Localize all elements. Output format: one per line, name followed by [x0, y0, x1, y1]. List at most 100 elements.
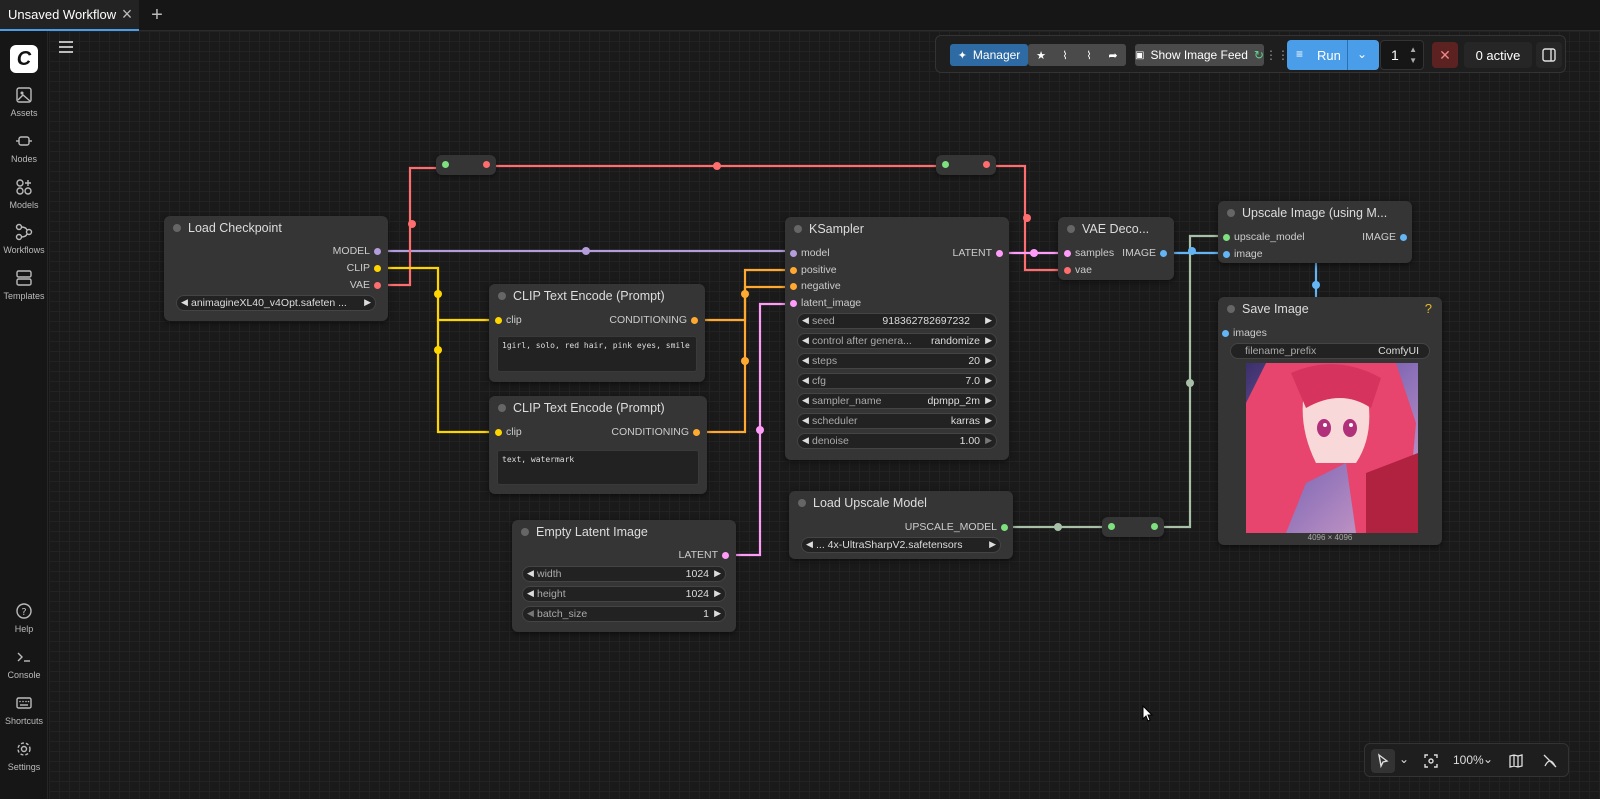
hide-links-icon[interactable] [1542, 753, 1558, 769]
fit-view-icon[interactable] [1423, 753, 1439, 769]
node-load-upscale-model[interactable]: Load Upscale Model UPSCALE_MODEL ◀... 4x… [789, 491, 1013, 559]
reroute-node[interactable] [436, 155, 496, 175]
sidebar-item-assets[interactable]: Assets [0, 86, 48, 130]
chevron-down-icon[interactable]: ⌄ [1357, 47, 1368, 61]
output-pin[interactable] [374, 248, 381, 255]
output-latent[interactable]: LATENT [953, 247, 1003, 259]
arrow-right-icon[interactable]: ▶ [985, 435, 992, 445]
arrow-right-icon[interactable]: ▶ [364, 297, 371, 307]
output-model[interactable]: MODEL [333, 245, 381, 257]
node-clip-text-encode-positive[interactable]: CLIP Text Encode (Prompt) clip CONDITION… [489, 284, 705, 382]
toggle-panel-button[interactable] [1536, 42, 1562, 68]
cancel-run-button[interactable]: ✕ [1432, 42, 1458, 68]
show-image-feed-button[interactable]: ▣ Show Image Feed ↻ [1135, 44, 1264, 66]
input-pin[interactable] [1223, 251, 1230, 258]
output-pin[interactable] [1151, 523, 1158, 530]
star-icon[interactable]: ★ [1036, 49, 1046, 62]
output-pin[interactable] [996, 250, 1003, 257]
output-image[interactable]: IMAGE [1362, 231, 1407, 243]
input-pin[interactable] [942, 161, 949, 168]
sidebar-item-nodes[interactable]: Nodes [0, 132, 48, 176]
input-clip[interactable]: clip [495, 426, 522, 438]
close-icon[interactable]: × [121, 4, 133, 24]
input-pin[interactable] [1108, 523, 1115, 530]
arrow-right-icon[interactable]: ▶ [989, 539, 996, 549]
graph-canvas[interactable]: Load Checkpoint MODEL CLIP VAE ◀ animagi… [49, 31, 1600, 799]
input-positive[interactable]: positive [790, 264, 837, 276]
arrow-right-icon[interactable]: ▶ [985, 315, 992, 325]
input-image[interactable]: image [1223, 248, 1263, 260]
input-pin[interactable] [1064, 250, 1071, 257]
input-pin[interactable] [790, 250, 797, 257]
zoom-level[interactable]: 100% [1453, 753, 1484, 767]
node-clip-text-encode-negative[interactable]: CLIP Text Encode (Prompt) clip CONDITION… [489, 396, 707, 494]
arrow-right-icon[interactable]: ▶ [985, 335, 992, 345]
sidebar-item-shortcuts[interactable]: Shortcuts [0, 694, 48, 738]
arrow-left-icon[interactable]: ◀ [527, 568, 534, 578]
arrow-left-icon[interactable]: ◀ [802, 335, 809, 345]
input-pin[interactable] [495, 317, 502, 324]
output-pin[interactable] [483, 161, 490, 168]
stepper-icon[interactable]: ▲▼ [1409, 45, 1417, 65]
input-pin[interactable] [790, 267, 797, 274]
arrow-left-icon[interactable]: ◀ [806, 539, 813, 549]
arrow-left-icon[interactable]: ◀ [802, 435, 809, 445]
sidebar-item-settings[interactable]: Settings [0, 740, 48, 784]
sidebar-item-console[interactable]: Console [0, 648, 48, 692]
help-icon[interactable]: ? [1424, 301, 1432, 316]
output-pin[interactable] [374, 265, 381, 272]
output-vae[interactable]: VAE [350, 279, 381, 291]
arrow-right-icon[interactable]: ▶ [985, 375, 992, 385]
output-pin[interactable] [374, 282, 381, 289]
prompt-textarea[interactable]: text, watermark [497, 450, 699, 485]
node-vae-decode[interactable]: VAE Deco... samples vae IMAGE [1058, 217, 1174, 280]
node-upscale-image[interactable]: Upscale Image (using M... upscale_model … [1218, 201, 1412, 263]
plus-icon[interactable]: + [151, 4, 163, 26]
output-conditioning[interactable]: CONDITIONING [611, 426, 700, 438]
output-pin[interactable] [1400, 234, 1407, 241]
run-button[interactable]: ≡ Run ⌄ [1287, 40, 1379, 70]
brush-icon[interactable]: ⌇ [1062, 49, 1068, 62]
arrow-left-icon[interactable]: ◀ [527, 608, 534, 618]
input-clip[interactable]: clip [495, 314, 522, 326]
input-pin[interactable] [790, 300, 797, 307]
model-name-combo[interactable]: ◀... 4x-UltraSharpV2.safetensors▶ [801, 537, 1001, 553]
reroute-node[interactable] [936, 155, 996, 175]
comfy-logo-icon[interactable]: C [10, 45, 38, 73]
sidebar-item-workflows[interactable]: Workflows [0, 223, 48, 267]
input-latent-image[interactable]: latent_image [790, 297, 861, 309]
input-images[interactable]: images [1222, 327, 1267, 339]
ckpt-name-combo[interactable]: ◀ animagineXL40_v4Opt.safeten ... ▶ [176, 295, 376, 311]
arrow-left-icon[interactable]: ◀ [802, 395, 809, 405]
menu-icon[interactable] [59, 41, 73, 53]
input-pin[interactable] [442, 161, 449, 168]
sidebar-item-templates[interactable]: Templates [0, 269, 48, 313]
manager-button[interactable]: ✦ Manager [950, 44, 1028, 66]
arrow-right-icon[interactable]: ▶ [714, 568, 721, 578]
input-pin[interactable] [1222, 330, 1229, 337]
input-negative[interactable]: negative [790, 280, 841, 292]
input-pin[interactable] [1064, 267, 1071, 274]
input-pin[interactable] [1223, 234, 1230, 241]
active-queue-button[interactable]: 0 active [1464, 42, 1532, 68]
tab-unsaved-workflow[interactable]: Unsaved Workflow × [0, 0, 139, 31]
model-download-icon[interactable]: ⌇ [1086, 49, 1092, 62]
generated-image-preview[interactable] [1246, 363, 1418, 533]
node-load-checkpoint[interactable]: Load Checkpoint MODEL CLIP VAE ◀ animagi… [164, 216, 388, 321]
output-pin[interactable] [693, 429, 700, 436]
run-count-input[interactable]: 1 ▲▼ [1380, 40, 1424, 70]
arrow-left-icon[interactable]: ◀ [527, 588, 534, 598]
drag-handle-icon[interactable]: ⋮⋮ [1265, 48, 1289, 62]
arrow-left-icon[interactable]: ◀ [181, 297, 188, 307]
input-vae[interactable]: vae [1064, 264, 1092, 276]
